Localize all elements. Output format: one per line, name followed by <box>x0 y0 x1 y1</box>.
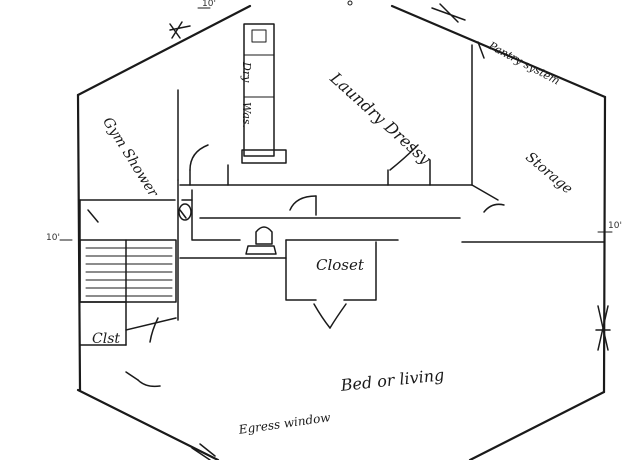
wall-right <box>602 95 607 394</box>
stairs <box>79 239 177 303</box>
window-top-left <box>169 21 191 39</box>
wall-bottom-left <box>76 388 220 460</box>
label-dryer: Dry <box>240 62 253 83</box>
label-washer: Was. <box>240 102 253 129</box>
dimension-right: 10' <box>608 221 622 231</box>
window-bottom-left <box>191 443 216 460</box>
wall-left <box>76 93 82 392</box>
stair-block <box>79 239 177 303</box>
label-clst: Clst <box>92 331 120 347</box>
washbasin-fixture <box>245 226 277 255</box>
door-swings <box>125 144 505 388</box>
laundry-counter <box>241 149 287 164</box>
laundry-column <box>243 23 275 157</box>
laundry-sink <box>251 29 267 43</box>
dimension-top: 10' <box>202 0 216 9</box>
dimension-left: 10' <box>46 233 60 243</box>
label-closet: Closet <box>316 256 364 274</box>
wall-top-right <box>390 4 607 99</box>
interior-walls <box>79 41 605 346</box>
outer-walls <box>76 4 607 460</box>
window-markers <box>169 3 611 460</box>
wall-bottom-right <box>468 390 606 460</box>
toilet-fixture <box>178 203 192 221</box>
window-right <box>595 305 611 351</box>
fixtures <box>178 203 277 255</box>
window-top-right <box>431 3 466 23</box>
wall-top-left <box>76 4 252 97</box>
washer-dryer-stack <box>241 23 287 164</box>
dimension-marks <box>59 0 613 241</box>
